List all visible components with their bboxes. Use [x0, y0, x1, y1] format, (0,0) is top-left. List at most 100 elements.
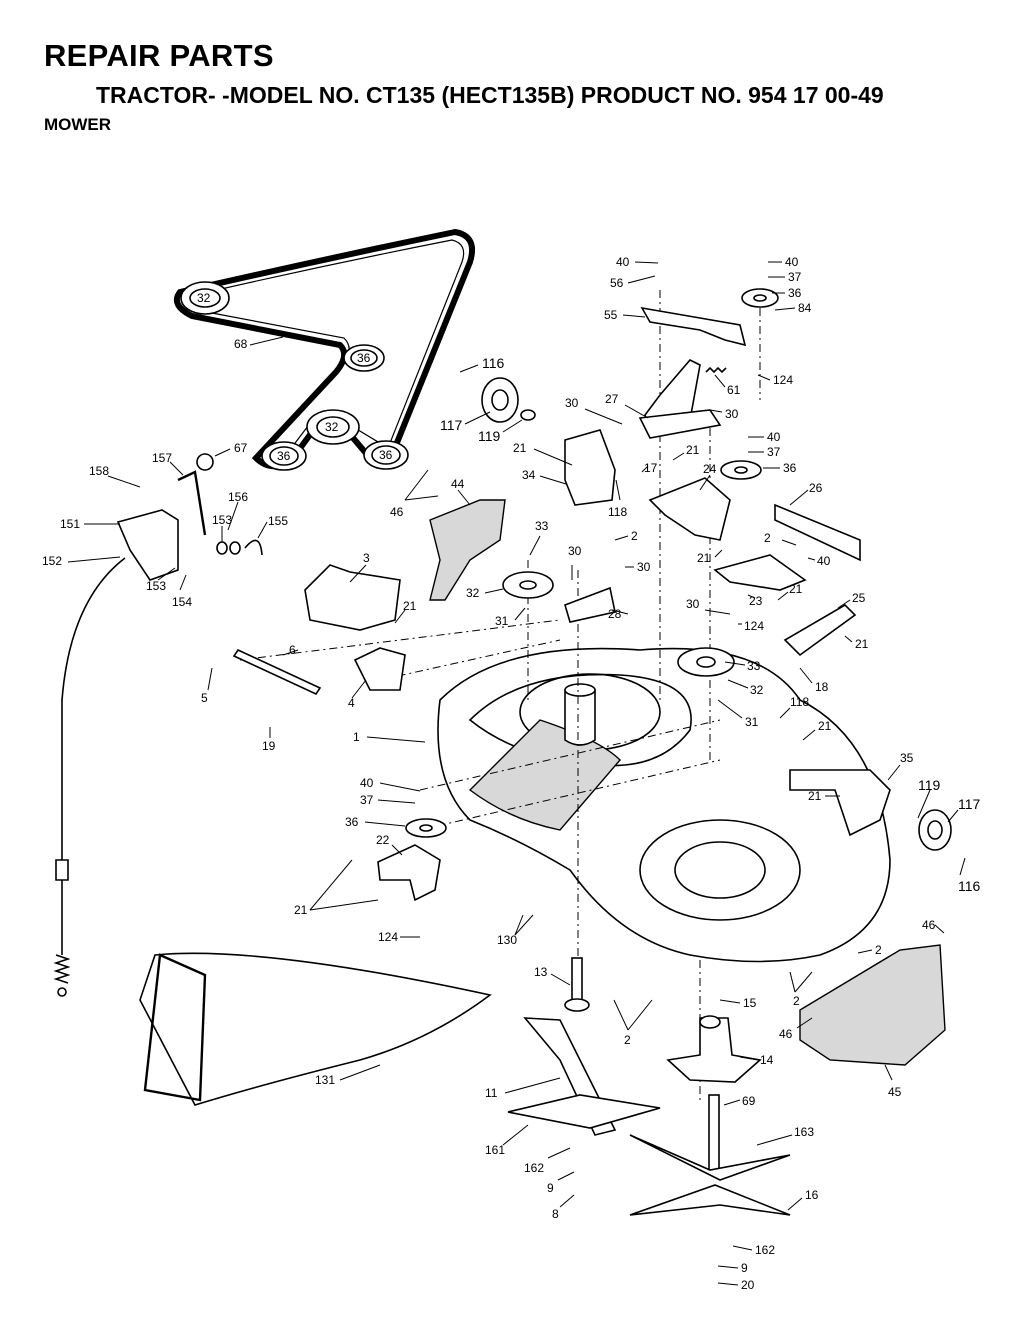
- callout-label: 32: [466, 586, 480, 600]
- bracket-22: [377, 844, 441, 902]
- spindle-shaft-69: [708, 1094, 720, 1171]
- callout-label: 46: [922, 918, 936, 932]
- callout-label: 9: [741, 1261, 748, 1275]
- callout-label: 21: [513, 441, 527, 455]
- callout-label: 118: [608, 505, 627, 519]
- callout-label: 131: [315, 1073, 335, 1087]
- callout-label: 84: [798, 301, 812, 315]
- callout-label: 118: [790, 695, 809, 709]
- washer-119-left: [520, 409, 536, 421]
- callout-label: 68: [234, 337, 248, 351]
- callout-label: 156: [228, 490, 248, 504]
- bracket-28: [564, 586, 616, 623]
- callout-label: 18: [815, 680, 829, 694]
- pulley-36-top: [741, 288, 779, 308]
- callout-label: 36: [345, 815, 359, 829]
- callout-label: 21: [686, 443, 700, 457]
- callout-label: 14: [760, 1053, 774, 1067]
- blade-16: [629, 1184, 791, 1216]
- pulley-label: 36: [277, 449, 291, 463]
- gauge-wheel-117-right: [918, 809, 952, 851]
- link-6: [232, 648, 322, 696]
- bracket-26: [774, 503, 861, 562]
- callout-label: 158: [89, 464, 109, 478]
- bracket-3: [304, 564, 401, 631]
- callout-label: 6: [289, 643, 296, 657]
- callout-label: 124: [773, 373, 793, 387]
- callout-label: 55: [604, 308, 618, 322]
- callout-label: 15: [743, 996, 757, 1010]
- bracket-35: [789, 769, 891, 837]
- callout-label: 67: [234, 441, 248, 455]
- callout-label: 21: [294, 903, 308, 917]
- belt-guard-44: [429, 499, 506, 601]
- callout-label: 1: [353, 730, 360, 744]
- callout-label: 37: [767, 445, 781, 459]
- pulley-36-right: [720, 460, 762, 480]
- callout-label: 61: [727, 383, 741, 397]
- callout-label: 40: [767, 430, 781, 444]
- bracket-4: [353, 647, 406, 691]
- bracket-23: [713, 554, 807, 591]
- callout-label: 116: [958, 878, 981, 894]
- callout-label: 161: [485, 1143, 505, 1157]
- discharge-chute-131: [139, 952, 492, 1106]
- pulley-36-lower-left: [405, 818, 447, 838]
- callout-label: 5: [201, 691, 208, 705]
- gauge-wheel-117-left: [481, 377, 519, 423]
- callout-label: 37: [360, 793, 374, 807]
- callout-label: 32: [750, 683, 764, 697]
- callout-label: 69: [742, 1094, 756, 1108]
- callout-label: 31: [745, 715, 759, 729]
- callout-label: 40: [360, 776, 374, 790]
- callout-label: 21: [855, 637, 869, 651]
- callout-label: 124: [744, 619, 764, 633]
- callout-label: 21: [403, 599, 417, 613]
- callout-label: 116: [482, 355, 505, 371]
- pulley-label: 36: [379, 448, 393, 462]
- blade-163: [629, 1134, 791, 1181]
- callout-label: 163: [794, 1125, 814, 1139]
- mower-deck: [437, 647, 891, 963]
- blade-guard-45: [799, 944, 946, 1066]
- callout-label: 24: [703, 462, 717, 476]
- callout-label: 11: [485, 1086, 498, 1100]
- callout-label: 33: [535, 519, 549, 533]
- callout-label: 130: [497, 933, 517, 947]
- callout-label: 2: [793, 994, 800, 1008]
- callout-label: 153: [146, 579, 166, 593]
- callout-label: 151: [60, 517, 80, 531]
- model-subtitle: TRACTOR- -MODEL NO. CT135 (HECT135B) PRO…: [96, 82, 884, 108]
- callout-label: 119: [918, 777, 941, 793]
- bracket-25: [783, 603, 857, 657]
- pulley-label: 32: [197, 291, 211, 305]
- bracket-34: [564, 429, 616, 506]
- callout-label: 23: [749, 594, 763, 608]
- pulley-32-right: [677, 647, 735, 677]
- section-label: MOWER: [44, 115, 112, 134]
- callout-label: 8: [552, 1207, 559, 1221]
- spindle-13: [564, 957, 590, 1012]
- callout-label: 30: [725, 407, 739, 421]
- callout-label: 30: [565, 396, 579, 410]
- callout-label: 40: [616, 255, 630, 269]
- callout-label: 40: [785, 255, 799, 269]
- callout-label: 21: [697, 551, 711, 565]
- idler-bracket-27: [638, 359, 722, 439]
- callout-label: 40: [817, 554, 831, 568]
- callout-label: 155: [268, 514, 288, 528]
- pulley-32-left: [502, 571, 554, 599]
- callout-label: 119: [478, 428, 501, 444]
- callout-label: 117: [958, 796, 981, 812]
- idler-arm-55: [640, 306, 747, 347]
- callout-label: 2: [875, 943, 882, 957]
- belt-pulley-group: [180, 281, 409, 471]
- blade-161: [507, 1094, 661, 1129]
- callout-label: 157: [152, 451, 172, 465]
- callout-label: 30: [686, 597, 700, 611]
- callout-label: 31: [495, 614, 509, 628]
- callout-label: 36: [783, 461, 797, 475]
- callout-label: 162: [524, 1161, 544, 1175]
- callout-label: 28: [608, 607, 622, 621]
- callout-label: 30: [637, 560, 651, 574]
